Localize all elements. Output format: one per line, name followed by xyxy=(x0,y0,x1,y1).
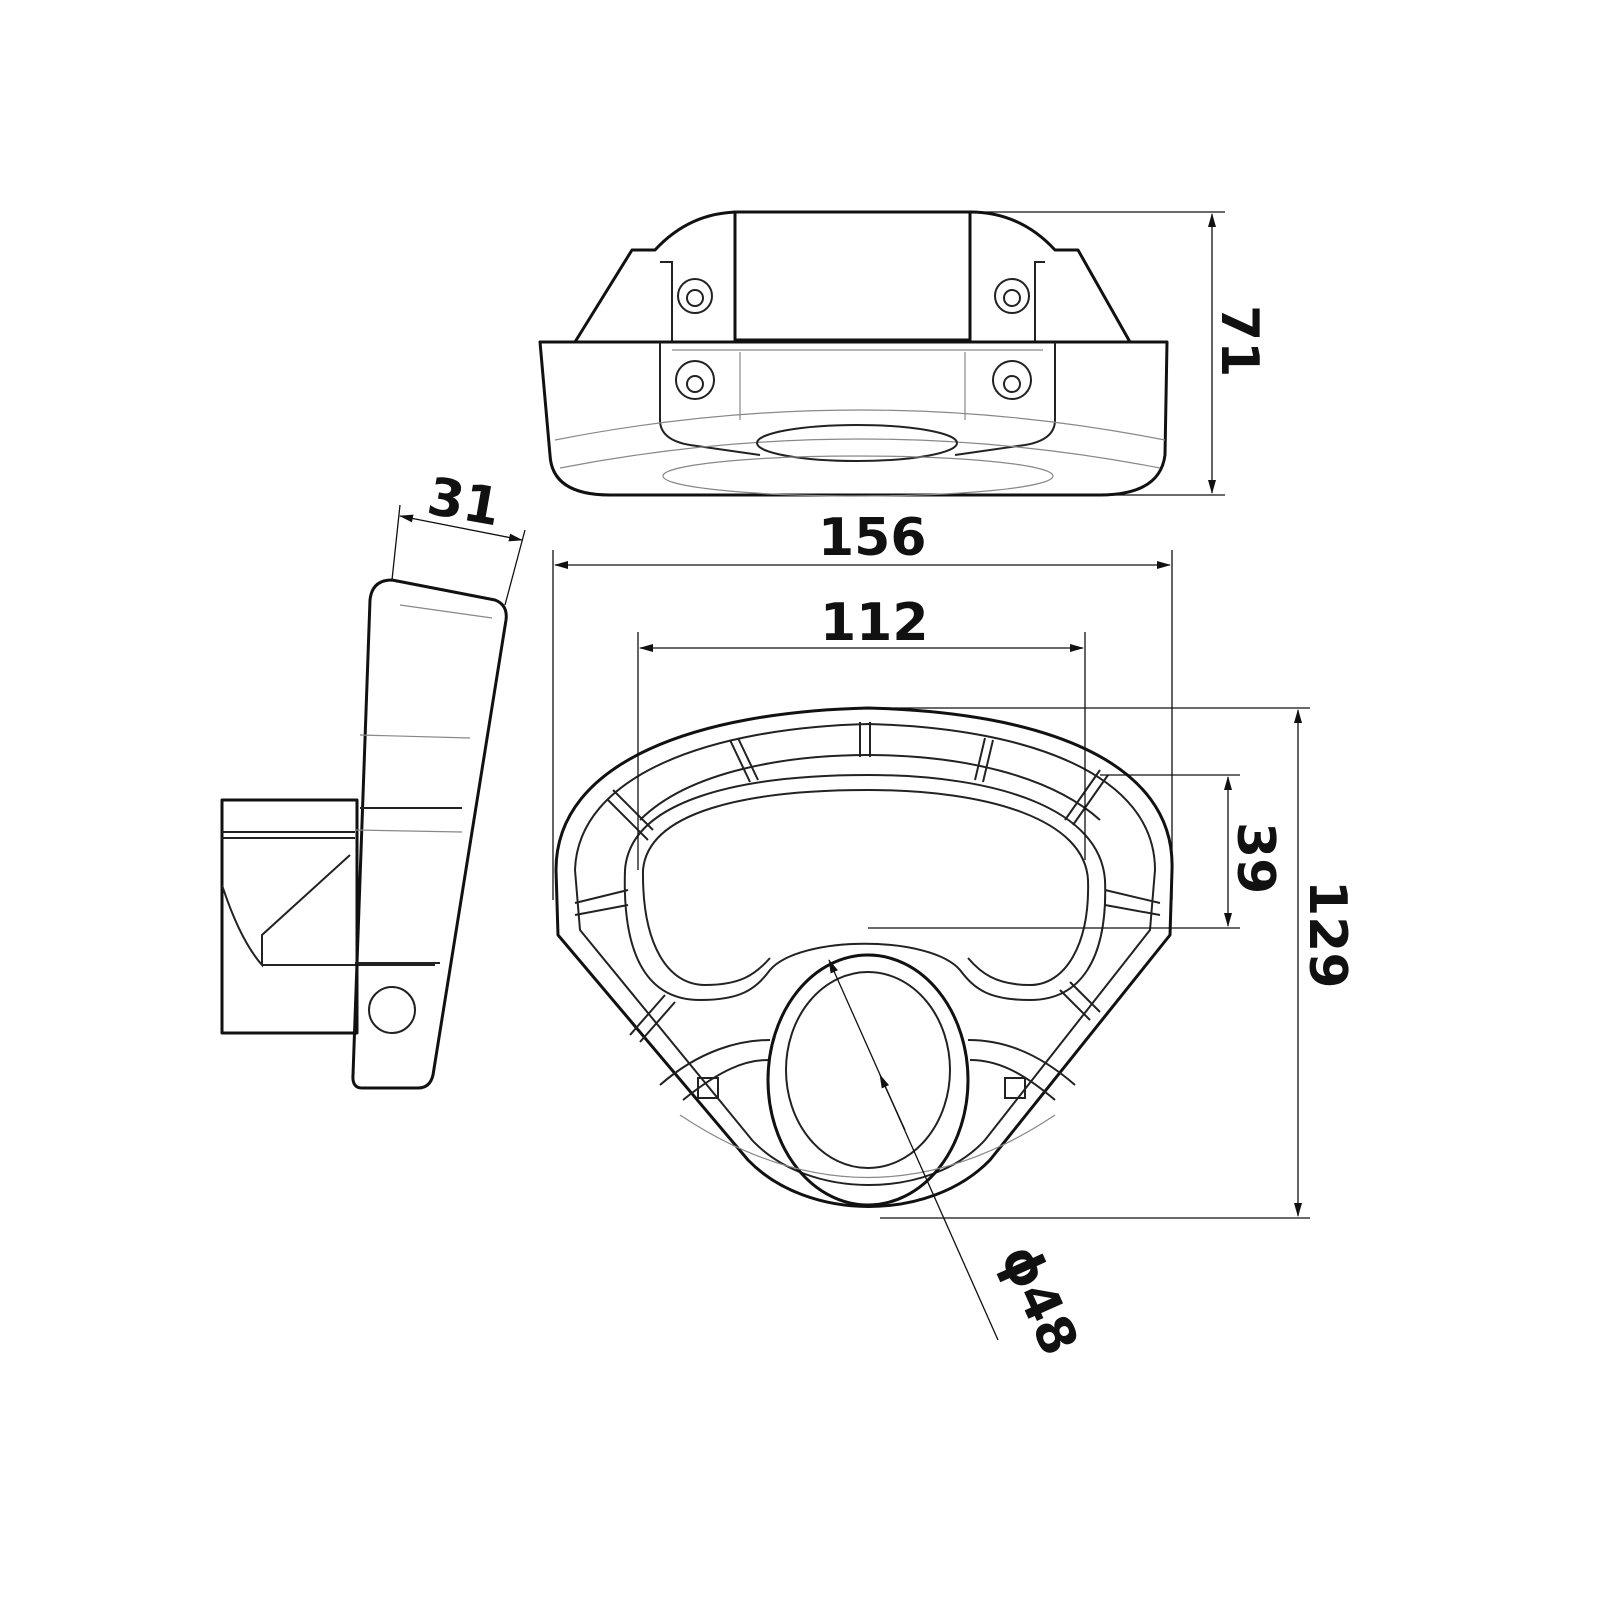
dimension-31 xyxy=(391,504,526,606)
dimension-label-diameter-48: ϕ48 xyxy=(988,1236,1089,1364)
dimension-label-31: 31 xyxy=(423,467,505,539)
top-view xyxy=(538,210,1169,497)
front-view xyxy=(554,706,1174,1208)
dimension-112 xyxy=(637,632,1086,870)
dimension-label-156: 156 xyxy=(818,508,927,568)
dimension-71 xyxy=(970,211,1225,496)
dimension-label-39: 39 xyxy=(1225,822,1285,894)
dimension-label-71: 71 xyxy=(1209,305,1269,377)
dimension-label-129: 129 xyxy=(1297,880,1357,989)
dimension-39 xyxy=(868,774,1240,929)
side-view xyxy=(220,578,508,1090)
dimension-diameter-48 xyxy=(828,959,999,1341)
dimension-129 xyxy=(868,707,1310,1219)
dimension-label-112: 112 xyxy=(820,593,929,653)
dimension-156 xyxy=(552,550,1173,900)
screw-icon xyxy=(675,278,1032,400)
